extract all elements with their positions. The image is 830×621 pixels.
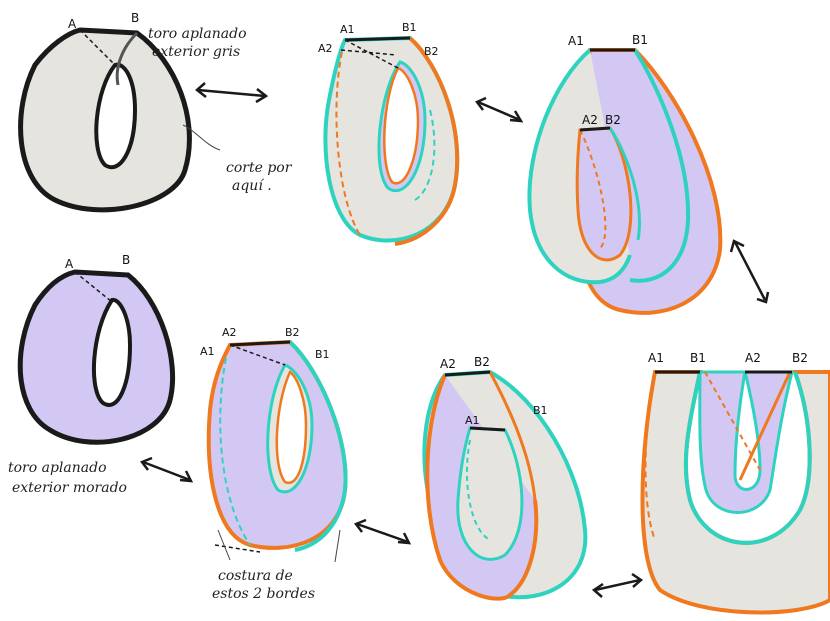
fig5-label-b1: B1: [315, 348, 330, 361]
figure-opened-band-2: A2 B2 A1 B1: [424, 355, 585, 599]
note-cut-2: aquí .: [232, 178, 272, 194]
fig2-label-a2: A2: [318, 42, 333, 55]
note-cut-1: corte por: [226, 160, 293, 176]
fig3-label-a1: A1: [568, 34, 584, 48]
fig6-label-a2: A2: [440, 357, 456, 371]
figure-u-shape: A1 B1 A2 B2: [643, 351, 830, 612]
fig5-label-a1: A1: [200, 345, 215, 358]
note-gray-torus-1: toro aplanado: [148, 26, 247, 42]
fig7-label-b1: B1: [690, 351, 706, 365]
fig2-label-b1: B1: [402, 21, 417, 34]
fig6-label-a1: A1: [465, 414, 480, 427]
fig1-label-a: A: [68, 17, 77, 31]
fig7-label-a1: A1: [648, 351, 664, 365]
figure-cut-torus-2: A2 B2 A1 B1: [200, 326, 346, 552]
fig4-label-b: B: [122, 253, 130, 267]
figure-opened-band-1: A1 B1 A2 B2: [529, 33, 720, 313]
fig7-label-b2: B2: [792, 351, 808, 365]
fig3-label-b1: B1: [632, 33, 648, 47]
note-purple-torus-1: toro aplanado: [8, 460, 107, 476]
double-arrow-5: [356, 520, 409, 543]
seam-pointer-right: [335, 530, 340, 562]
double-arrow-6: [594, 574, 641, 597]
note-seam-1: costura de: [218, 568, 293, 584]
fig4-label-a: A: [65, 257, 74, 271]
note-seam-2: estos 2 bordes: [212, 586, 315, 602]
fig6-label-b1: B1: [533, 404, 548, 417]
double-arrow-2: [477, 98, 521, 121]
fig3-label-b2: B2: [605, 113, 621, 127]
fig2-label-a1: A1: [340, 23, 355, 36]
note-purple-torus-2: exterior morado: [12, 480, 127, 496]
fig6-label-b2: B2: [474, 355, 490, 369]
fig2-label-b2: B2: [424, 45, 439, 58]
double-arrow-1: [197, 83, 266, 102]
figure-purple-torus: A B: [20, 253, 172, 442]
double-arrow-3: [731, 241, 768, 302]
figure-cut-torus-1: A1 B1 A2 B2: [318, 21, 457, 244]
seam-pointer-left: [218, 530, 230, 560]
double-arrow-4: [142, 458, 191, 481]
fig3-label-a2: A2: [582, 113, 598, 127]
fig5-label-a2: A2: [222, 326, 237, 339]
fig7-label-a2: A2: [745, 351, 761, 365]
fig1-label-b: B: [131, 11, 139, 25]
note-gray-torus-2: exterior gris: [152, 44, 240, 60]
fig5-label-b2: B2: [285, 326, 300, 339]
